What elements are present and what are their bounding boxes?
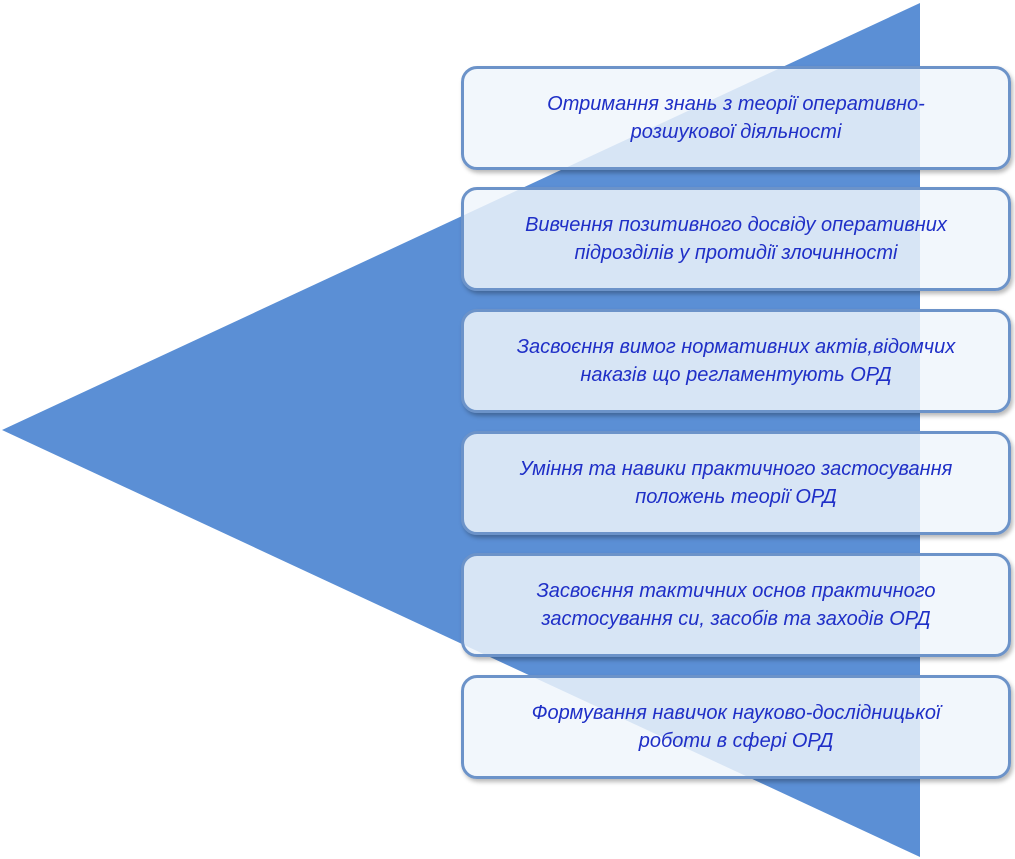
list-item-line-2: застосування си, засобів та заходів ОРД bbox=[541, 608, 931, 630]
list-item-line-2: положень теорії ОРД bbox=[635, 486, 837, 508]
list-item-text: Вивчення позитивного досвіду оперативних… bbox=[525, 211, 947, 267]
list-item-1: Отримання знань з теорії оперативно- роз… bbox=[461, 66, 1011, 170]
list-item-line-1: Отримання знань з теорії оперативно- bbox=[547, 93, 925, 115]
list-item-text: Отримання знань з теорії оперативно- роз… bbox=[547, 90, 925, 146]
list-item-text: Засвоєння тактичних основ практичного за… bbox=[537, 577, 936, 633]
list-item-line-2: підрозділів у протидії злочинності bbox=[574, 242, 898, 264]
list-item-line-1: Засвоєння тактичних основ практичного bbox=[536, 580, 936, 602]
list-item-5: Засвоєння тактичних основ практичного за… bbox=[461, 553, 1011, 657]
list-item-3: Засвоєння вимог нормативних актів,відомч… bbox=[461, 309, 1011, 413]
list-item-line-1: Вивчення позитивного досвіду оперативних bbox=[525, 214, 947, 236]
list-item-line-1: Уміння та навики практичного застосуванн… bbox=[519, 458, 953, 480]
list-item-line-2: розшукової діяльності bbox=[630, 121, 842, 143]
list-item-text: Уміння та навики практичного застосуванн… bbox=[520, 455, 953, 511]
list-item-line-1: Засвоєння вимог нормативних актів,відомч… bbox=[516, 336, 956, 358]
list-item-2: Вивчення позитивного досвіду оперативних… bbox=[461, 187, 1011, 291]
list-item-line-2: наказів що регламентують ОРД bbox=[580, 364, 892, 386]
list-item-text: Засвоєння вимог нормативних актів,відомч… bbox=[517, 333, 955, 389]
list-item-4: Уміння та навики практичного застосуванн… bbox=[461, 431, 1011, 535]
list-item-text: Формування навичок науково-дослідницької… bbox=[532, 699, 941, 755]
list-item-6: Формування навичок науково-дослідницької… bbox=[461, 675, 1011, 779]
list-item-line-2: роботи в сфері ОРД bbox=[638, 730, 834, 752]
list-item-line-1: Формування навичок науково-дослідницької bbox=[531, 702, 941, 724]
